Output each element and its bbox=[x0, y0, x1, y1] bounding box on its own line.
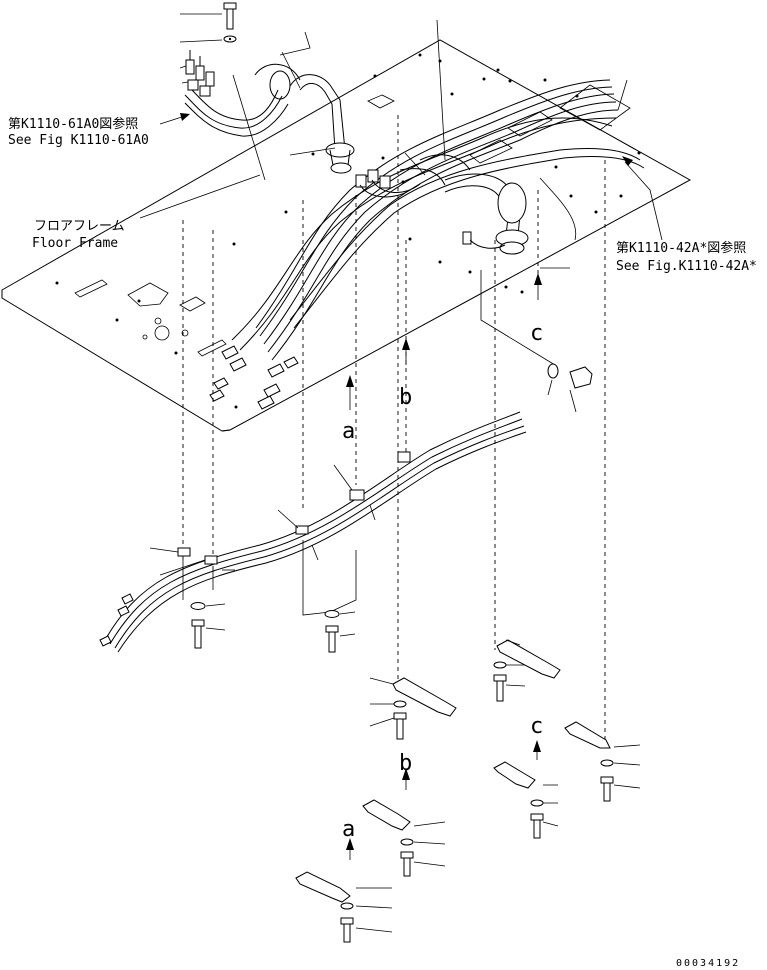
floor-frame-label-jp: フロアフレーム bbox=[34, 219, 125, 234]
top-leaders bbox=[179, 13, 631, 269]
elbow-pipe-left bbox=[254, 63, 355, 174]
projection-lines bbox=[182, 115, 606, 740]
ref-label-42-jp: 第K1110-42A*図参照 bbox=[616, 240, 746, 256]
mid-fittings bbox=[355, 169, 506, 249]
view-arrows-upper bbox=[346, 273, 542, 860]
view-label-c-lower: c bbox=[530, 714, 543, 739]
ref-label-61-jp: 第K1110-61A0図参照 bbox=[8, 116, 138, 132]
view-label-a-lower: a bbox=[342, 817, 355, 842]
lower-hose-bundle bbox=[99, 411, 527, 653]
view-label-b-lower: b bbox=[399, 751, 412, 776]
ref-label-42-en: See Fig.K1110-42A* bbox=[616, 259, 757, 274]
floor-frame-label-en: Floor Frame bbox=[32, 236, 118, 251]
top-left-fittings bbox=[184, 50, 289, 137]
view-label-b-upper: b bbox=[399, 385, 412, 410]
annotations: 第K1110-61A0図参照 See Fig K1110-61A0 フロアフレー… bbox=[8, 116, 757, 969]
hardware-lower bbox=[190, 363, 641, 943]
view-label-a-upper: a bbox=[342, 419, 355, 444]
ref-label-61-en: See Fig K1110-61A0 bbox=[8, 133, 149, 148]
top-bolt bbox=[223, 2, 237, 43]
hose-end-fittings bbox=[209, 345, 299, 410]
floor-frame-plate bbox=[1, 39, 692, 432]
reference-arrows bbox=[139, 113, 663, 241]
view-label-c-upper: c bbox=[530, 321, 543, 346]
elbow-pipe-right bbox=[399, 154, 529, 255]
upper-hose-bundle bbox=[231, 79, 645, 361]
drawing-number: 00034192 bbox=[676, 958, 740, 969]
